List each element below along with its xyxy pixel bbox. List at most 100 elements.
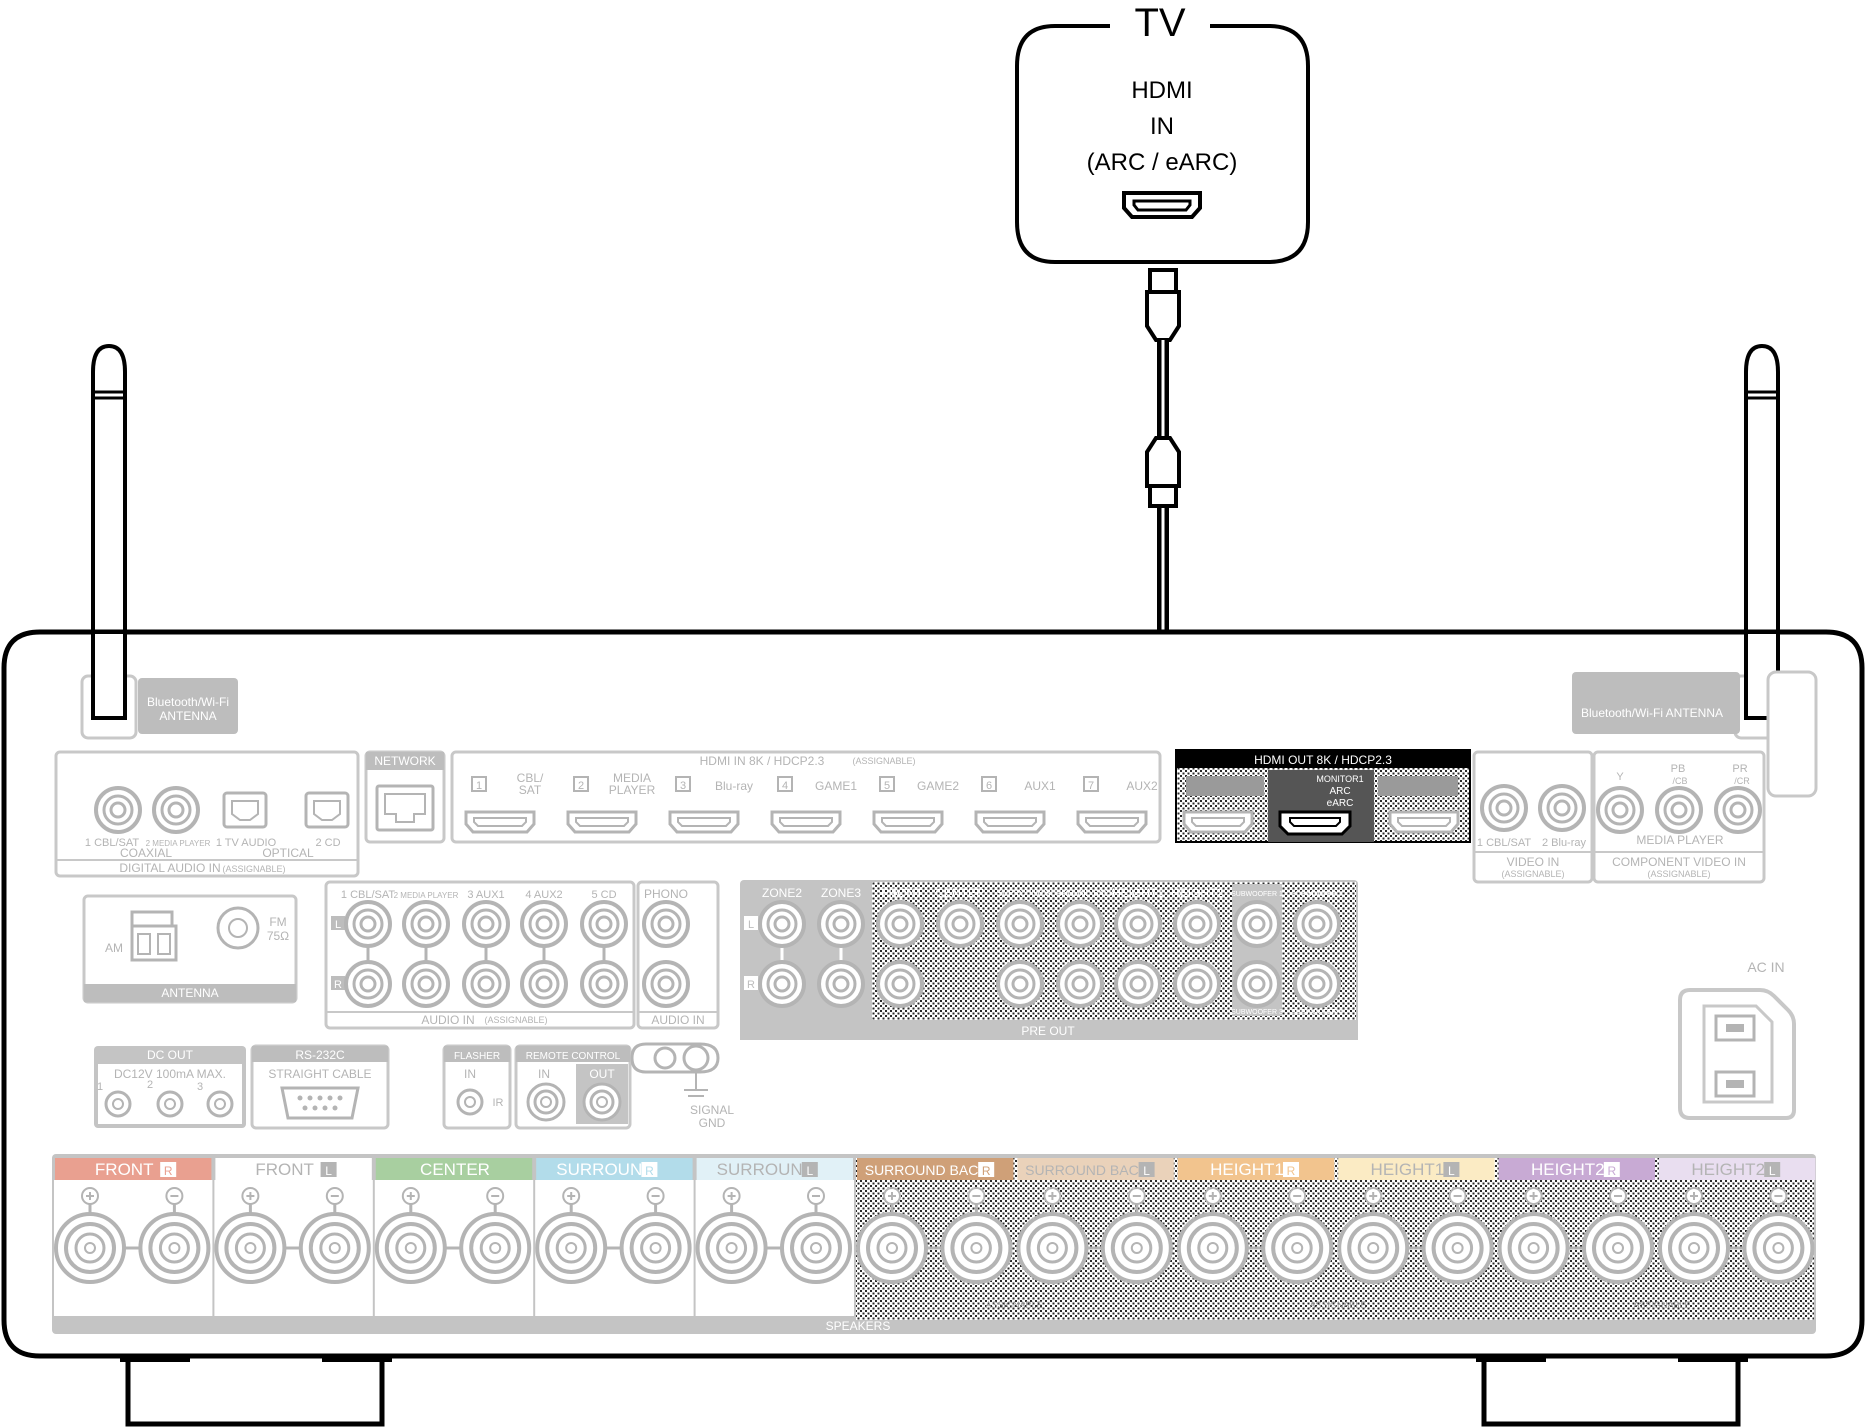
pre-out-jack[interactable]: [876, 960, 924, 1008]
speaker-post-negative[interactable]: [138, 1212, 211, 1284]
hdmi-out-monitor1-port[interactable]: MONITOR1 ARC eARC: [1268, 770, 1374, 842]
speaker-post-negative[interactable]: [619, 1212, 692, 1284]
audio-in-jack-pair[interactable]: 1 CBL/SAT: [341, 889, 395, 1008]
hdmi-out-panel: HDMI OUT 8K / HDCP2.3 MONITOR1 ARC eARC: [1175, 749, 1471, 843]
pre-out-jack[interactable]: [758, 960, 806, 1008]
svg-text:COMPONENT VIDEO IN: COMPONENT VIDEO IN: [1612, 855, 1746, 869]
svg-text:ARC: ARC: [1329, 786, 1350, 797]
pre-out-jack[interactable]: [936, 900, 984, 948]
pre-out-jack[interactable]: [1173, 900, 1221, 948]
speaker-post-negative[interactable]: [459, 1212, 532, 1284]
svg-text:2: 2: [147, 1079, 153, 1091]
speaker-post-positive[interactable]: [374, 1212, 447, 1284]
pre-out-jack[interactable]: [817, 900, 865, 948]
pre-out-jack[interactable]: [1293, 900, 1341, 948]
pre-out-jack[interactable]: [817, 960, 865, 1008]
svg-text:ASSIGNABLE: ASSIGNABLE: [1633, 1300, 1690, 1310]
svg-text:1: 1: [97, 1081, 103, 1093]
speaker-post-positive[interactable]: [214, 1212, 287, 1284]
svg-text:SUBWOOFER 4: SUBWOOFER 4: [1291, 1009, 1343, 1016]
pre-out-jack[interactable]: [1293, 960, 1341, 1008]
svg-text:4: 4: [782, 780, 788, 792]
svg-text:1 CBL/SAT: 1 CBL/SAT: [341, 889, 395, 901]
speaker-post-negative[interactable]: [1100, 1212, 1173, 1284]
svg-text:R: R: [1287, 1164, 1296, 1178]
svg-text:CBL/: CBL/: [517, 771, 544, 785]
svg-text:HDMI OUT 8K / HDCP2.3: HDMI OUT 8K / HDCP2.3: [1254, 753, 1392, 767]
speaker-post-negative[interactable]: [780, 1212, 852, 1284]
remote-control-panel: REMOTE CONTROL IN OUT: [514, 1044, 632, 1130]
svg-text:PLAYER: PLAYER: [609, 783, 656, 797]
speaker-post-negative[interactable]: [940, 1212, 1013, 1284]
speaker-post-positive[interactable]: [1497, 1212, 1570, 1284]
svg-text:(ASSIGNABLE): (ASSIGNABLE): [1647, 869, 1710, 879]
svg-text:HEIGHT1: HEIGHT1: [1371, 1160, 1445, 1179]
speaker-post-positive[interactable]: [1658, 1212, 1730, 1284]
pre-out-jack[interactable]: [1114, 960, 1162, 1008]
speakers-panel: SPEAKERS ASSIGNABLE ASSIGNABLE ASSIGNABL…: [52, 1154, 1816, 1334]
digital-audio-in-panel: 1 CBL/SAT 2 MEDIA PLAYER 1 TV AUDIO 2 CD…: [54, 750, 360, 878]
svg-text:2 MEDIA PLAYER: 2 MEDIA PLAYER: [394, 891, 459, 900]
hdmi-in-6-port[interactable]: 6 AUX1: [974, 776, 1056, 834]
svg-text:AUX1: AUX1: [1024, 779, 1056, 793]
speaker-post-positive[interactable]: [856, 1212, 928, 1284]
speaker-post-negative[interactable]: [1261, 1212, 1334, 1284]
svg-text:ZONE2: ZONE2: [762, 886, 802, 900]
speaker-post-negative[interactable]: [1421, 1212, 1494, 1284]
svg-text:(ASSIGNABLE): (ASSIGNABLE): [222, 864, 285, 874]
pre-out-jack[interactable]: [1233, 960, 1281, 1008]
speaker-terminal-group: CENTER: [374, 1158, 534, 1316]
pre-out-jack[interactable]: [1233, 900, 1281, 948]
audio-in-jack-pair[interactable]: 5 CD: [580, 889, 628, 1008]
speaker-post-negative[interactable]: [1582, 1212, 1654, 1284]
pre-out-jack[interactable]: [1114, 900, 1162, 948]
svg-text:5: 5: [884, 780, 890, 792]
pre-out-jack[interactable]: [996, 900, 1044, 948]
svg-text:ANTENNA: ANTENNA: [159, 709, 216, 723]
svg-text:VIDEO IN: VIDEO IN: [1507, 855, 1560, 869]
pre-out-jack[interactable]: [758, 900, 806, 948]
right-antenna: [1744, 343, 1780, 724]
speaker-post-positive[interactable]: [1337, 1212, 1410, 1284]
speaker-post-positive[interactable]: [1176, 1212, 1249, 1284]
tv-hdmi-port[interactable]: [1122, 191, 1202, 219]
audio-in-jack-pair[interactable]: 4 AUX2: [520, 889, 568, 1008]
speaker-post-negative[interactable]: [1742, 1212, 1815, 1284]
pre-out-jack[interactable]: [1056, 900, 1104, 948]
svg-text:STRAIGHT CABLE: STRAIGHT CABLE: [268, 1067, 371, 1081]
svg-text:DC OUT: DC OUT: [147, 1048, 194, 1062]
svg-text:PR: PR: [1732, 763, 1747, 775]
svg-text:3: 3: [197, 1081, 203, 1093]
network-port[interactable]: NETWORK: [364, 750, 446, 844]
audio-in-jack-pair[interactable]: 3 AUX1: [462, 889, 510, 1008]
pre-out-jack[interactable]: [996, 960, 1044, 1008]
svg-text:AUX2: AUX2: [1126, 779, 1158, 793]
audio-in-jack-pair[interactable]: 2 MEDIA PLAYER: [394, 891, 459, 1008]
svg-text:2 CD: 2 CD: [315, 837, 340, 849]
svg-text:L: L: [806, 1164, 813, 1178]
tv-port-label-3: (ARC / eARC): [1087, 149, 1238, 176]
svg-text:1 TV AUDIO: 1 TV AUDIO: [216, 837, 277, 849]
speaker-post-positive[interactable]: [695, 1212, 768, 1284]
speaker-post-positive[interactable]: [54, 1212, 126, 1284]
pre-out-jack[interactable]: [876, 900, 924, 948]
pre-out-jack[interactable]: [1173, 960, 1221, 1008]
svg-text:SURROUND BACK: SURROUND BACK: [865, 1162, 989, 1178]
speaker-post-negative[interactable]: [298, 1212, 371, 1284]
tv-device: TV HDMI IN (ARC / eARC): [1015, 0, 1310, 264]
speaker-post-positive[interactable]: [535, 1212, 608, 1284]
speaker-post-positive[interactable]: [1016, 1212, 1089, 1284]
svg-text:R: R: [747, 979, 755, 991]
pre-out-jack[interactable]: [1056, 960, 1104, 1008]
svg-text:AC IN: AC IN: [1747, 959, 1784, 975]
component-video-in-panel: Y PB /CB PR /CR MEDIA PLAYER COMPONENT V…: [1592, 750, 1766, 884]
svg-text:6: 6: [986, 780, 992, 792]
